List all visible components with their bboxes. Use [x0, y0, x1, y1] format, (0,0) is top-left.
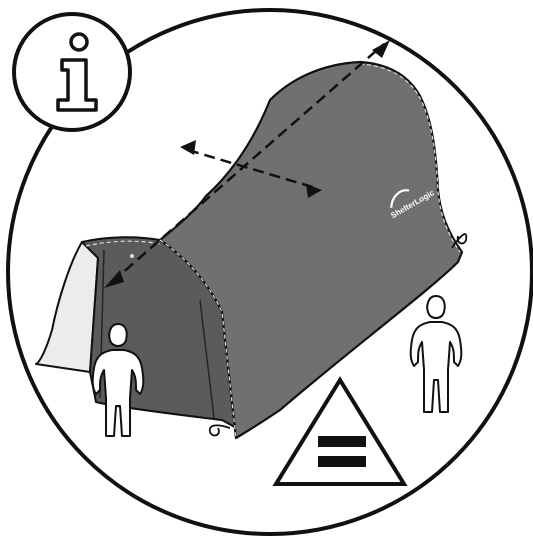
tent-grommet [130, 254, 134, 258]
info-badge [14, 14, 130, 130]
